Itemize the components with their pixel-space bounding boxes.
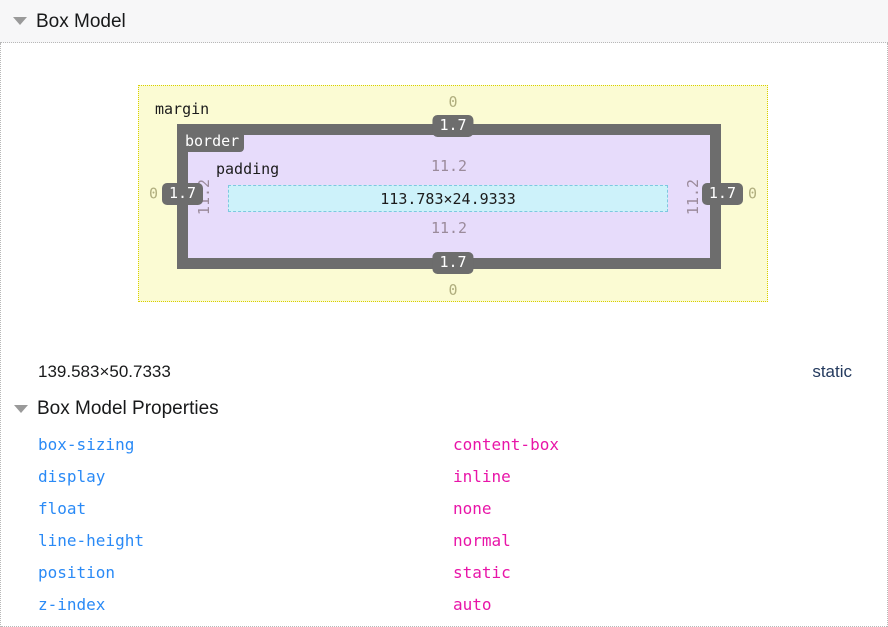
triangle-down-icon[interactable] xyxy=(13,17,27,25)
margin-right-value: 0 xyxy=(747,184,757,202)
box-model-margin-region[interactable]: margin 0 0 0 0 border padding 11.2 11.2 … xyxy=(138,85,768,302)
table-row[interactable]: display inline xyxy=(1,460,888,492)
padding-bottom-value: 11.2 xyxy=(430,219,468,237)
padding-region-label: padding xyxy=(216,160,280,178)
table-row[interactable]: box-sizing content-box xyxy=(1,428,888,460)
border-region-label: border xyxy=(180,131,245,152)
property-value[interactable]: none xyxy=(453,498,492,518)
margin-region-label: margin xyxy=(155,100,210,118)
box-model-diagram[interactable]: margin 0 0 0 0 border padding 11.2 11.2 … xyxy=(138,85,768,302)
property-value[interactable]: static xyxy=(453,562,511,582)
border-bottom-value: 1.7 xyxy=(432,252,474,274)
triangle-down-icon[interactable] xyxy=(14,405,28,413)
property-value[interactable]: inline xyxy=(453,466,511,486)
box-model-properties-header[interactable]: Box Model Properties xyxy=(14,398,219,420)
property-name: position xyxy=(38,562,116,582)
table-row[interactable]: z-index auto xyxy=(1,588,888,620)
box-model-properties-title: Box Model Properties xyxy=(37,398,219,419)
table-row[interactable]: position static xyxy=(1,556,888,588)
margin-bottom-value: 0 xyxy=(448,281,458,299)
property-name: float xyxy=(38,498,87,518)
property-name: box-sizing xyxy=(38,434,135,454)
box-model-padding-region[interactable]: padding xyxy=(199,146,699,247)
border-left-value: 1.7 xyxy=(162,182,204,205)
margin-left-value: 0 xyxy=(149,184,159,202)
table-row[interactable]: line-height normal xyxy=(1,524,888,556)
border-top-value: 1.7 xyxy=(432,115,474,137)
table-row[interactable]: float none xyxy=(1,492,888,524)
property-value[interactable]: auto xyxy=(453,594,492,614)
content-size-label: 113.783×24.9333 xyxy=(380,189,516,208)
padding-right-value: 11.2 xyxy=(684,178,702,215)
box-model-content-region[interactable]: 113.783×24.9333 xyxy=(228,185,668,212)
padding-top-value: 11.2 xyxy=(430,157,468,175)
property-name: line-height xyxy=(38,530,144,550)
box-model-properties-list: box-sizing content-box display inline fl… xyxy=(1,428,888,620)
property-name: z-index xyxy=(38,594,106,614)
box-model-summary: 139.583×50.7333 static xyxy=(1,353,888,391)
property-value[interactable]: content-box xyxy=(453,434,559,454)
property-value[interactable]: normal xyxy=(453,530,511,550)
border-right-value: 1.7 xyxy=(701,182,743,205)
property-name: display xyxy=(38,466,106,486)
page-title: Box Model xyxy=(36,10,126,32)
box-model-section-header[interactable]: Box Model xyxy=(0,0,888,43)
margin-top-value: 0 xyxy=(448,93,458,111)
box-model-panel-body: margin 0 0 0 0 border padding 11.2 11.2 … xyxy=(0,43,888,627)
element-size-label: 139.583×50.7333 xyxy=(38,362,171,381)
element-position-label: static xyxy=(812,362,852,381)
